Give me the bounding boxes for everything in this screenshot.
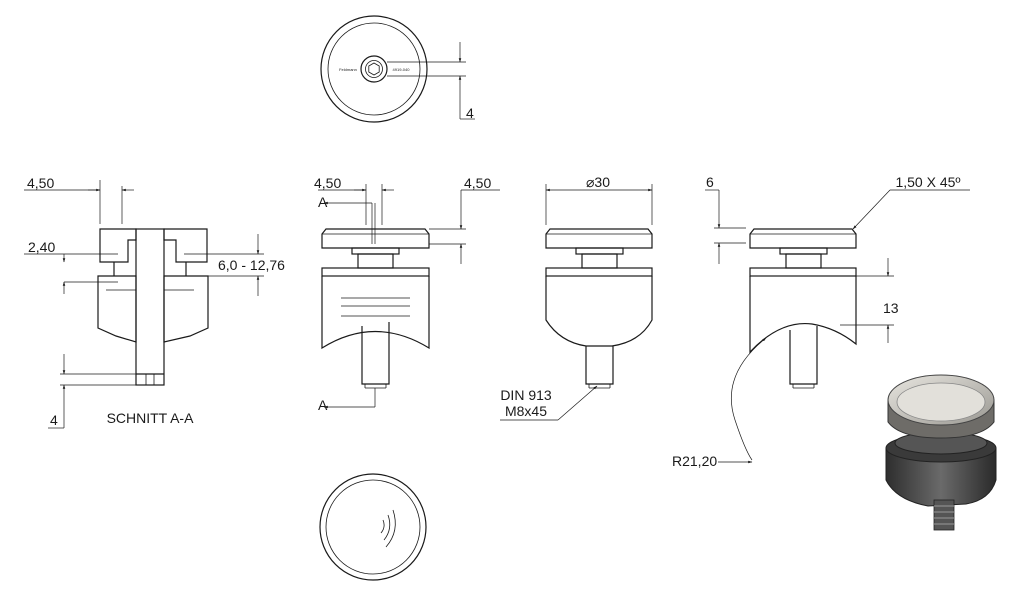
top-view-dimension: 4 (466, 105, 474, 121)
engraving-right: 4919-040 (393, 67, 411, 72)
section-mark-bottom: A (318, 397, 328, 413)
section-dim-2-40: 2,40 (28, 239, 55, 255)
radius-dim: R21,20 (672, 453, 717, 469)
front-view: A A 4,50 4,50 (314, 175, 500, 413)
section-view: 4,50 2,40 6,0 - 12,76 4 SCHNITT A-A (24, 175, 285, 429)
section-title: SCHNITT A-A (107, 410, 195, 426)
side-diameter-dim: ⌀30 (586, 174, 610, 190)
side-view: ⌀30 DIN 913 M8x45 (500, 174, 653, 421)
chamfer-height-dim: 6 (706, 174, 714, 190)
engraving-left: Feldmann (339, 67, 357, 72)
section-dim-4: 4 (50, 412, 58, 428)
section-dim-4-50: 4,50 (27, 175, 54, 191)
section-dim-range: 6,0 - 12,76 (218, 257, 285, 273)
screw-spec-line2: M8x45 (505, 403, 547, 419)
top-view: Feldmann 4919-040 4 (320, 15, 475, 123)
front-dim-4-50-right: 4,50 (464, 175, 491, 191)
screw-spec-line1: DIN 913 (500, 387, 552, 403)
height-dim: 13 (883, 300, 899, 316)
section-mark-top: A (318, 194, 328, 210)
bottom-view (319, 473, 427, 581)
product-render (885, 374, 997, 531)
right-view: 6 1,50 X 45º 13 R21,20 (672, 174, 970, 469)
chamfer-callout: 1,50 X 45º (895, 174, 960, 190)
front-dim-4-50-left: 4,50 (314, 175, 341, 191)
